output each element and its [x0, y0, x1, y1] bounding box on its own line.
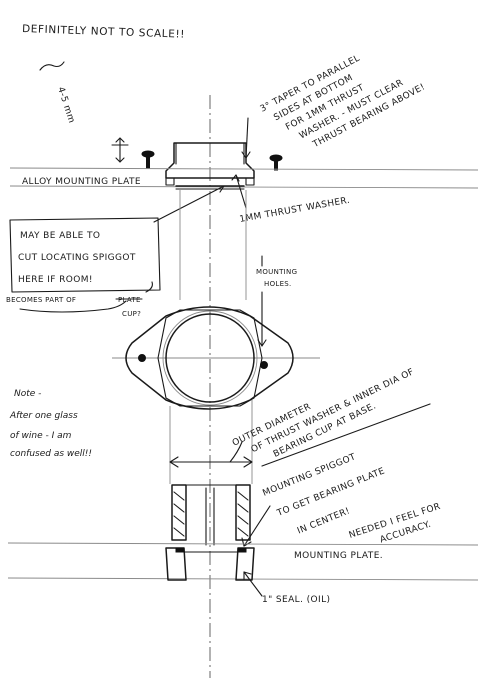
accuracy-note: NEEDED I FEEL FOR ACCURACY. [348, 502, 442, 546]
mounting-holes-note: MOUNTING HOLES. [256, 255, 297, 347]
spigot-note-line-1: MAY BE ABLE TO [20, 231, 100, 241]
wine-note-line-1: Note - [14, 389, 41, 399]
thrust-washer-label: 1MM THRUST WASHER. [239, 196, 351, 225]
wine-note-line-4: confused as well!! [10, 449, 92, 459]
mounting-plate-bottom [7, 542, 479, 581]
wine-note: Note - After one glass of wine - I am co… [9, 389, 92, 459]
fixing-screw-left [141, 150, 155, 169]
mounting-spigot-line-2: TO GET BEARING PLATE [275, 466, 387, 519]
fixing-screw-right [269, 154, 283, 171]
oil-seal [165, 547, 255, 581]
becomes-part-line-2: CUP? [122, 310, 141, 318]
bearing-cup-section [171, 484, 251, 546]
mounting-holes-line-1: MOUNTING [256, 268, 297, 276]
diameter-dimension [169, 441, 253, 468]
outer-diameter-line-2: OF THRUST WASHER & INNER DIA OF [250, 367, 416, 455]
bearing-flange-plan [112, 306, 320, 410]
alloy-mounting-plate [9, 167, 479, 189]
seal-label: 1" SEAL. (OIL) [262, 595, 330, 605]
spigot-note-line-3: HERE IF ROOM! [18, 275, 93, 285]
spigot-arrow [243, 505, 271, 547]
becomes-part-note: BECOMES PART OF PLATE CUP? [6, 281, 153, 318]
dimension-4-5mm-label: 4-5 mm [55, 86, 76, 125]
wine-note-line-3: of wine - I am [10, 431, 72, 441]
spigot-note-line-2: CUT LOCATING SPIGGOT [18, 253, 136, 263]
alloy-plate-label: ALLOY MOUNTING PLATE [22, 177, 141, 187]
spigot-leader [153, 185, 225, 223]
becomes-part-line-1: BECOMES PART OF [6, 296, 76, 304]
becomes-part-crossed-word: PLATE [118, 296, 141, 304]
spigot-note-box: MAY BE ABLE TO CUT LOCATING SPIGGOT HERE… [9, 217, 161, 293]
mounting-holes-line-2: HOLES. [264, 280, 292, 288]
thrust-washer-leader [235, 174, 247, 209]
mounting-spigot-line-3: IN CENTER! [296, 506, 352, 536]
wine-note-line-2: After one glass [9, 411, 78, 421]
taper-note: 3° TAPER TO PARALLEL SIDES AT BOTTOM FOR… [259, 53, 427, 150]
mounting-hole-left [138, 354, 146, 362]
sketch-title: DEFINITELY NOT TO SCALE!! [22, 23, 185, 41]
dimension-4-5mm: 4-5 mm [39, 61, 129, 163]
outer-diameter-underline [261, 403, 431, 467]
thrust-washer [175, 185, 245, 190]
mounting-plate-label: MOUNTING PLATE. [294, 551, 383, 561]
mounting-hole-right [260, 361, 268, 369]
seal-leader [243, 571, 263, 597]
